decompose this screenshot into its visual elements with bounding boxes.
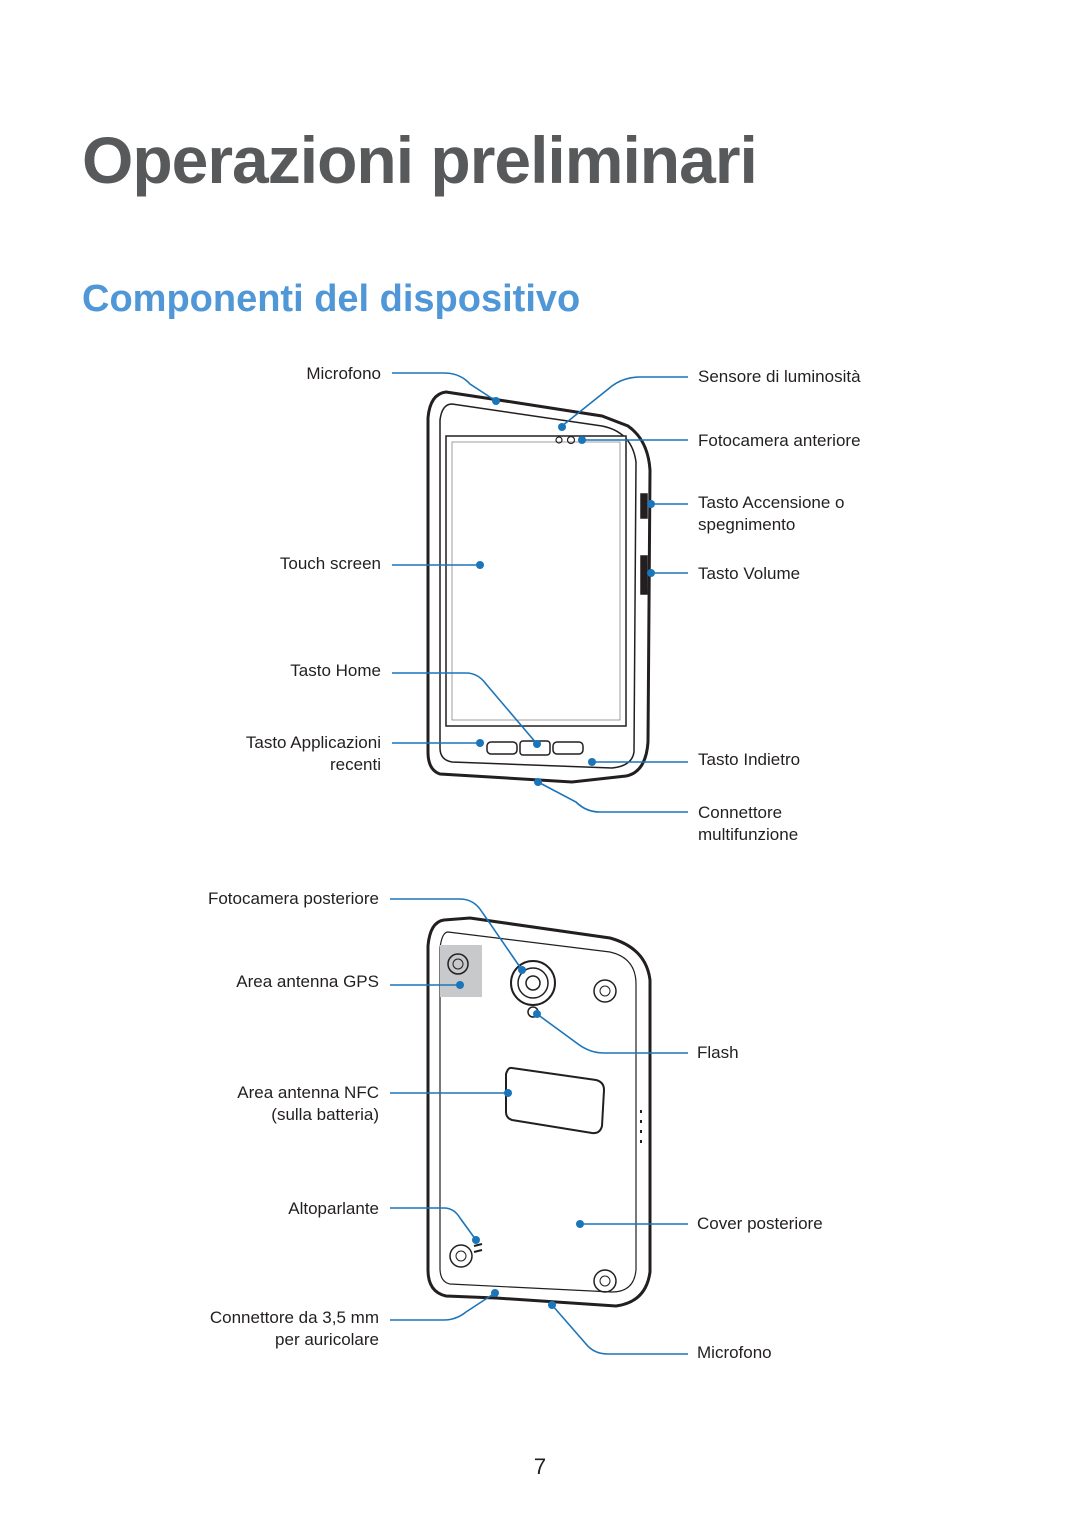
label-microfono-bottom: Microfono: [697, 1343, 772, 1362]
label-altoparlante: Altoparlante: [288, 1199, 379, 1218]
label-microfono-top: Microfono: [306, 364, 381, 383]
label-fotocamera-posteriore: Fotocamera posteriore: [207, 889, 379, 908]
label-flash: Flash: [697, 1043, 739, 1062]
label-area-nfc: Area antenna NFC (sulla batteria): [237, 1083, 379, 1124]
volume-key: [640, 555, 648, 595]
speaker-grille: [473, 1243, 483, 1253]
front-camera: [566, 435, 576, 445]
page-number: 7: [533, 1454, 547, 1479]
screw-bottom-left: [449, 1244, 473, 1268]
label-tasto-accensione: Tasto Accensione o spegnimento: [698, 493, 845, 534]
front-screen: [445, 435, 627, 727]
tablet-front: [426, 390, 652, 784]
label-tasto-home: Tasto Home: [290, 661, 381, 680]
gps-area: [440, 945, 482, 997]
back-inner-line: [439, 931, 637, 1293]
screw-top-right: [593, 979, 617, 1003]
front-inner-bezel: [439, 403, 637, 769]
nfc-area: [505, 1066, 606, 1135]
recent-apps-key: [486, 741, 518, 755]
label-sensore-luminosita: Sensore di luminosità: [698, 367, 861, 386]
screen-inner-line: [451, 441, 621, 721]
back-key: [552, 741, 584, 755]
label-tasto-applicazioni: Tasto Applicazioni recenti: [245, 733, 381, 774]
power-key: [640, 493, 648, 519]
label-touch-screen: Touch screen: [279, 554, 381, 573]
rear-camera-lens: [525, 975, 541, 991]
gps-screw: [447, 953, 469, 975]
back-callout-dots: [456, 966, 584, 1309]
rear-camera-mid: [517, 967, 549, 999]
front-callout-dots: [476, 397, 655, 786]
chapter-title: Operazioni preliminari: [82, 123, 758, 197]
rear-camera-outer: [510, 960, 556, 1006]
label-connettore-auricolare: Connettore da 3,5 mm per auricolare: [209, 1308, 379, 1349]
label-connettore-multifunzione: Connettore multifunzione: [698, 803, 799, 844]
back-outer-shell: [426, 916, 652, 1308]
tablet-back: [426, 916, 652, 1308]
label-cover-posteriore: Cover posteriore: [697, 1214, 823, 1233]
screw-bottom-right: [593, 1269, 617, 1293]
back-callouts: [390, 898, 688, 1355]
label-area-gps: Area antenna GPS: [236, 972, 379, 991]
light-sensor: [555, 436, 563, 444]
label-fotocamera-anteriore: Fotocamera anteriore: [698, 431, 861, 450]
label-tasto-indietro: Tasto Indietro: [698, 750, 801, 769]
front-callouts: [392, 372, 688, 813]
label-tasto-volume: Tasto Volume: [698, 564, 801, 583]
section-title: Componenti del dispositivo: [82, 278, 581, 320]
